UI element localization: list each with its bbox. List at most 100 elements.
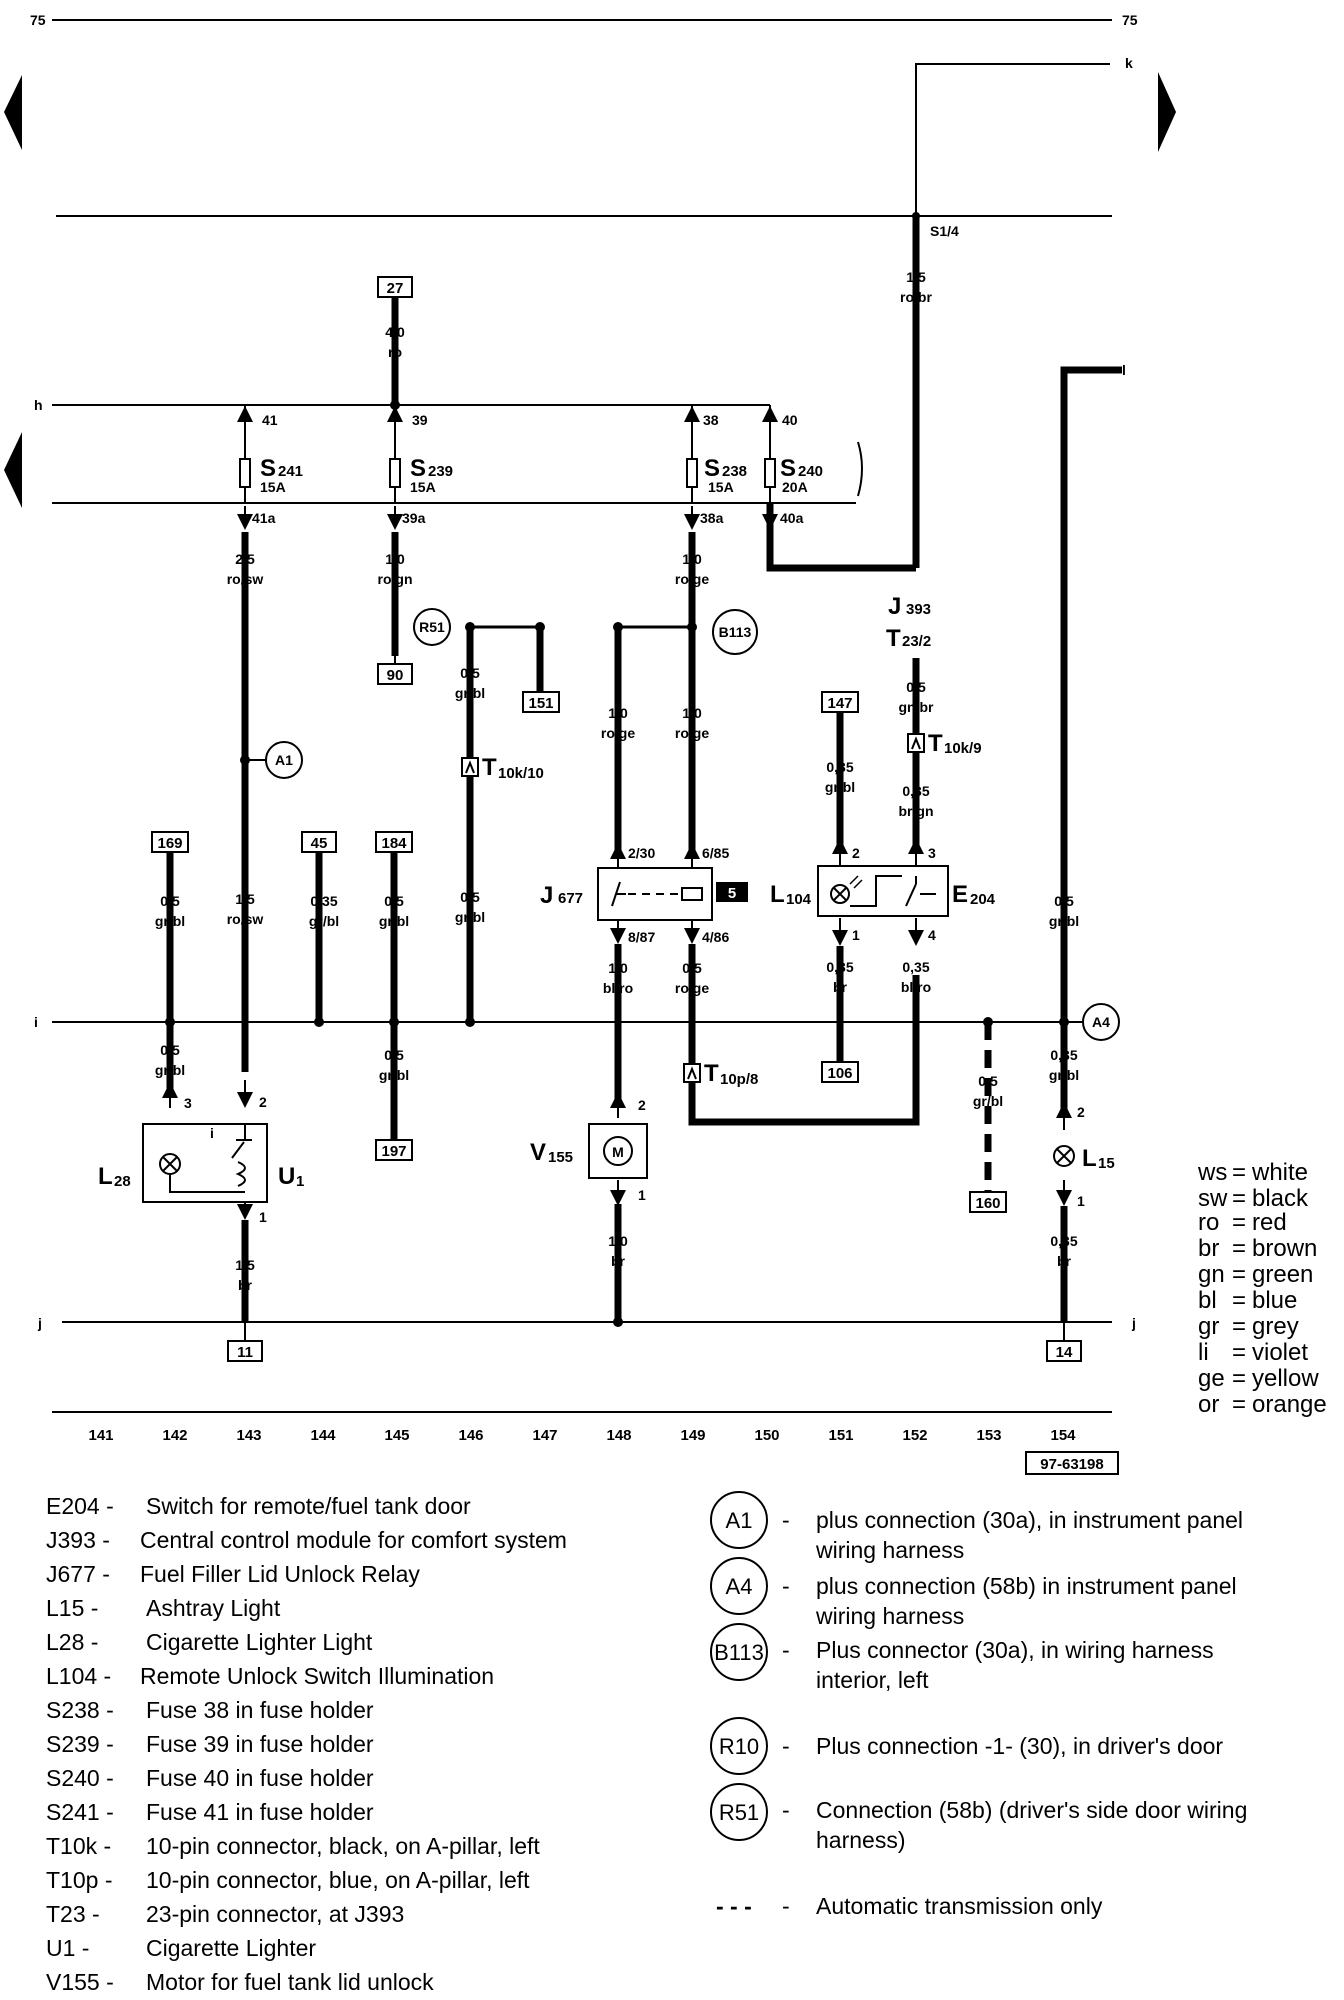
pin: 4: [928, 927, 936, 943]
box-151: 151: [528, 695, 553, 712]
ref-i: i: [34, 1014, 38, 1030]
comp-number: 204: [970, 891, 996, 908]
wire-color: ro/gn: [378, 571, 413, 587]
component-legend: E204 - Switch for remote/fuel tank door …: [46, 1493, 567, 1995]
fuse-pin: 41a: [252, 510, 276, 526]
column-number: 151: [828, 1427, 853, 1444]
legend-code: E204 -: [46, 1493, 114, 1519]
comp-number: 155: [548, 1149, 573, 1166]
legend-code: T10k -: [46, 1833, 111, 1859]
wire-size: 0,35: [1050, 1047, 1077, 1063]
conn-name: T: [704, 1060, 719, 1087]
pin: 8/87: [628, 929, 655, 945]
wire-color: gr/bl: [455, 909, 485, 925]
wire-size: 0,5: [682, 960, 702, 976]
legend-desc: Plus connection -1- (30), in driver's do…: [816, 1733, 1223, 1759]
wire-size: 0,35: [826, 759, 853, 775]
k-line: k S1/4 1,5 ro/br: [56, 55, 1133, 568]
fuse-pin: 38: [703, 412, 719, 428]
wire-color: gr/bl: [825, 779, 855, 795]
legend-dash: -: [782, 1637, 790, 1663]
legend-desc: Cigarette Lighter: [146, 1935, 316, 1961]
comp-number: 15: [1098, 1155, 1115, 1172]
wire-size: 0,35: [902, 959, 929, 975]
fuse-pin: 39a: [402, 510, 426, 526]
fuse-name: S: [410, 455, 426, 482]
legend-desc: Fuse 38 in fuse holder: [146, 1697, 374, 1723]
comp-name: L: [98, 1163, 113, 1190]
pin-s1-4: S1/4: [930, 223, 959, 239]
next-page-arrow-icon[interactable]: [1158, 72, 1176, 152]
box-197: 197: [381, 1143, 406, 1160]
wire-size: 0,5: [160, 1042, 180, 1058]
wire-color: gr/bl: [1049, 913, 1079, 929]
color-name: blue: [1252, 1287, 1297, 1314]
motor-symbol: M: [612, 1144, 624, 1160]
fuse-name: S: [780, 455, 796, 482]
fuse-bus-h: h 27 4,0 ro: [34, 276, 863, 504]
legend-code: U1 -: [46, 1935, 89, 1961]
doc-number: 97-63198: [1040, 1456, 1103, 1473]
fuse-name: S: [260, 455, 276, 482]
column-number: 148: [606, 1427, 631, 1444]
fuse-number: 238: [722, 463, 747, 480]
comp-name: J: [540, 882, 553, 909]
legend-code: S240 -: [46, 1765, 114, 1791]
prev-page-arrow-icon[interactable]: [4, 75, 22, 150]
wire-color: br: [833, 979, 848, 995]
color-name: grey: [1252, 1313, 1299, 1340]
wire-color: br/gn: [899, 803, 934, 819]
wire-color: ro/ge: [675, 980, 709, 996]
equals-sign: =: [1232, 1261, 1246, 1288]
wire-size: 0,35: [1050, 1233, 1077, 1249]
legend-desc: 10-pin connector, blue, on A-pillar, lef…: [146, 1867, 530, 1893]
wire-size: 1,0: [608, 705, 628, 721]
fuse-s240: 40 S 240 20A 40a: [762, 405, 916, 572]
column-number: 150: [754, 1427, 779, 1444]
legend-desc: interior, left: [816, 1667, 929, 1693]
fuse-pin: 41: [262, 412, 278, 428]
ref-j-left: j: [37, 1315, 42, 1331]
pin: 2: [638, 1097, 646, 1113]
dashed-line-symbol: - - -: [716, 1893, 752, 1919]
column-number: 153: [976, 1427, 1001, 1444]
ref-h: h: [34, 397, 43, 413]
column-number: 147: [532, 1427, 557, 1444]
fuse-rating: 15A: [260, 479, 286, 495]
fuse-number: 239: [428, 463, 453, 480]
wire-size: 2,5: [235, 551, 255, 567]
color-abbr: ge: [1198, 1365, 1225, 1392]
circle-label: R51: [419, 619, 445, 635]
box-45: 45: [311, 835, 328, 852]
pin: 1: [638, 1187, 646, 1203]
box-147: 147: [827, 695, 852, 712]
ground-bus-j: j j: [37, 1315, 1136, 1331]
wire-size: 0,5: [978, 1073, 998, 1089]
column-number: 146: [458, 1427, 483, 1444]
relay-j677: 1,0 ro/ge B113 1,0 ro/ge 1,0 ro/ge 2/30 …: [540, 532, 920, 1126]
legend-symbol: R51: [719, 1800, 759, 1825]
equals-sign: =: [1232, 1365, 1246, 1392]
fuse-rating: 20A: [782, 479, 808, 495]
circuit-154: l 0,5 gr/bl A4 0,35 gr/bl 2 L 15 1 0,35 …: [1046, 362, 1126, 1362]
column-number: 154: [1050, 1427, 1076, 1444]
equals-sign: =: [1232, 1287, 1246, 1314]
color-abbr: ro: [1198, 1209, 1219, 1236]
legend-code: S241 -: [46, 1799, 114, 1825]
wire-color: ro/sw: [227, 911, 264, 927]
wire-size: 0,5: [460, 889, 480, 905]
comp-number: 393: [906, 601, 931, 618]
prev-page-arrow-icon-2[interactable]: [4, 432, 22, 508]
wire-size: 0,35: [310, 893, 337, 909]
equals-sign: =: [1232, 1235, 1246, 1262]
column-number: 142: [162, 1427, 187, 1444]
wire-size: 0,5: [384, 1047, 404, 1063]
equals-sign: =: [1232, 1185, 1246, 1212]
pin: 2: [852, 845, 860, 861]
wire-color: br: [1057, 1253, 1072, 1269]
wire-color: gr/bl: [155, 913, 185, 929]
comp-name: J: [888, 593, 901, 620]
legend-desc: Fuel Filler Lid Unlock Relay: [140, 1561, 420, 1587]
wire-size: 1,0: [385, 551, 405, 567]
comp-name: L: [770, 881, 785, 908]
